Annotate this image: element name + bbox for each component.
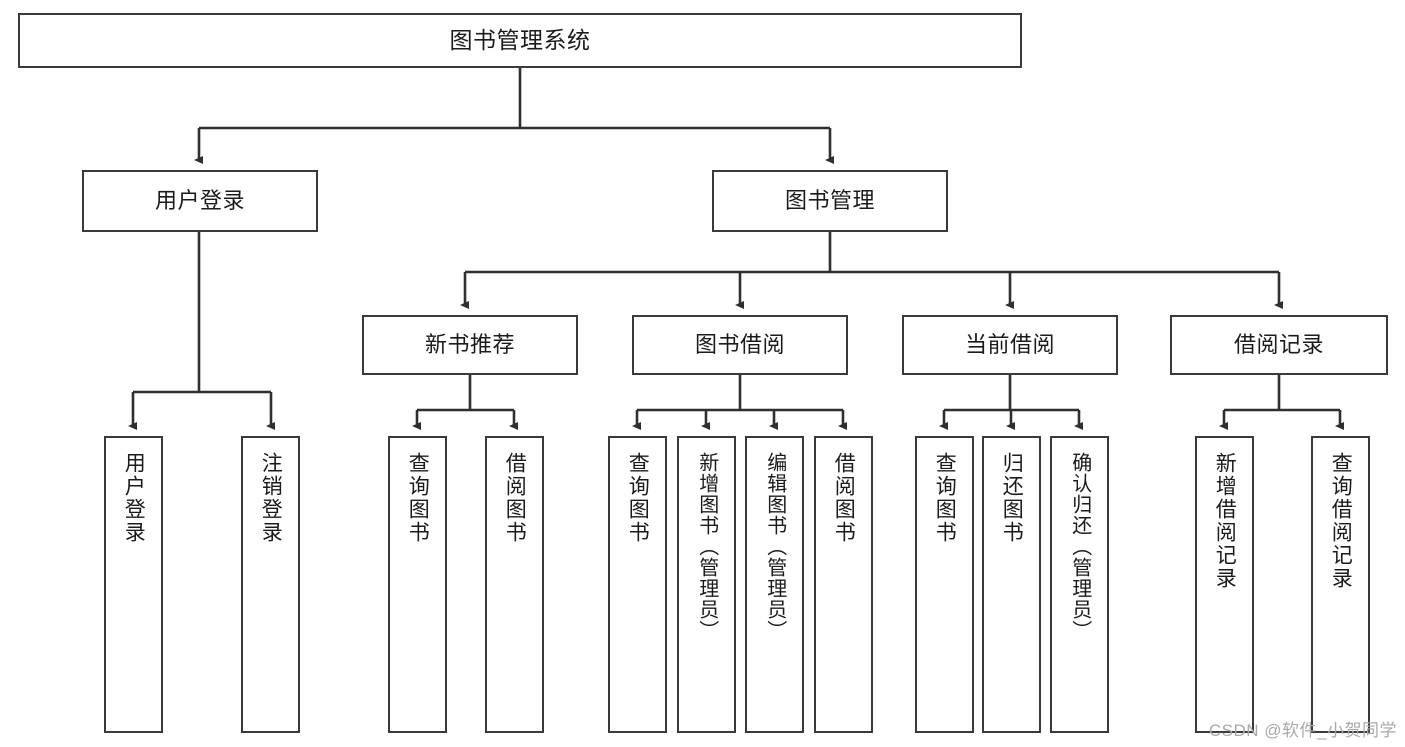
node-label: 新增借阅记录 bbox=[1213, 452, 1237, 590]
node-label: 图书管理 bbox=[784, 188, 875, 214]
node-new-book-recommend[interactable]: 新书推荐 bbox=[362, 315, 578, 375]
leaf-user-login-signin[interactable]: 用户登录 bbox=[104, 436, 163, 733]
node-label: 查询图书 bbox=[406, 452, 430, 544]
node-label: 用户登录 bbox=[122, 452, 146, 544]
node-label: 借阅记录 bbox=[1233, 332, 1324, 358]
leaf-user-login-signout[interactable]: 注销登录 bbox=[241, 436, 300, 733]
node-label: 查询图书 bbox=[933, 452, 957, 544]
node-book-borrow[interactable]: 图书借阅 bbox=[632, 315, 848, 375]
node-label: 新增图书（管理员） bbox=[695, 452, 718, 641]
leaf-record-add-record[interactable]: 新增借阅记录 bbox=[1195, 436, 1254, 733]
node-label: 归还图书 bbox=[1000, 452, 1024, 544]
node-label: 借阅图书 bbox=[832, 452, 856, 544]
node-label: 图书借阅 bbox=[694, 332, 785, 358]
node-label: 编辑图书（管理员） bbox=[763, 452, 786, 641]
leaf-borrow-query-book[interactable]: 查询图书 bbox=[608, 436, 667, 733]
node-label: 当前借阅 bbox=[964, 332, 1055, 358]
node-label: 查询借阅记录 bbox=[1329, 452, 1353, 590]
leaf-borrow-edit-book-admin[interactable]: 编辑图书（管理员） bbox=[745, 436, 804, 733]
node-current-borrow[interactable]: 当前借阅 bbox=[902, 315, 1118, 375]
leaf-recommend-query-book[interactable]: 查询图书 bbox=[388, 436, 447, 733]
watermark-text: CSDN @软件_小贺同学 bbox=[1208, 721, 1397, 740]
node-label: 注销登录 bbox=[259, 452, 283, 544]
node-label: 新书推荐 bbox=[424, 332, 515, 358]
leaf-current-query-book[interactable]: 查询图书 bbox=[915, 436, 974, 733]
node-root-system[interactable]: 图书管理系统 bbox=[18, 13, 1022, 68]
node-label: 借阅图书 bbox=[503, 452, 527, 544]
node-label: 用户登录 bbox=[154, 188, 245, 214]
node-label: 查询图书 bbox=[626, 452, 650, 544]
node-label: 确认归还（管理员） bbox=[1068, 452, 1091, 641]
leaf-current-return-book[interactable]: 归还图书 bbox=[982, 436, 1041, 733]
leaf-borrow-borrow-book[interactable]: 借阅图书 bbox=[814, 436, 873, 733]
node-user-login[interactable]: 用户登录 bbox=[82, 170, 318, 232]
leaf-current-confirm-return-admin[interactable]: 确认归还（管理员） bbox=[1050, 436, 1109, 733]
leaf-borrow-add-book-admin[interactable]: 新增图书（管理员） bbox=[677, 436, 736, 733]
node-label: 图书管理系统 bbox=[449, 26, 591, 53]
leaf-record-query-record[interactable]: 查询借阅记录 bbox=[1311, 436, 1370, 733]
node-book-management[interactable]: 图书管理 bbox=[712, 170, 948, 232]
node-borrow-record[interactable]: 借阅记录 bbox=[1170, 315, 1388, 375]
leaf-recommend-borrow-book[interactable]: 借阅图书 bbox=[485, 436, 544, 733]
